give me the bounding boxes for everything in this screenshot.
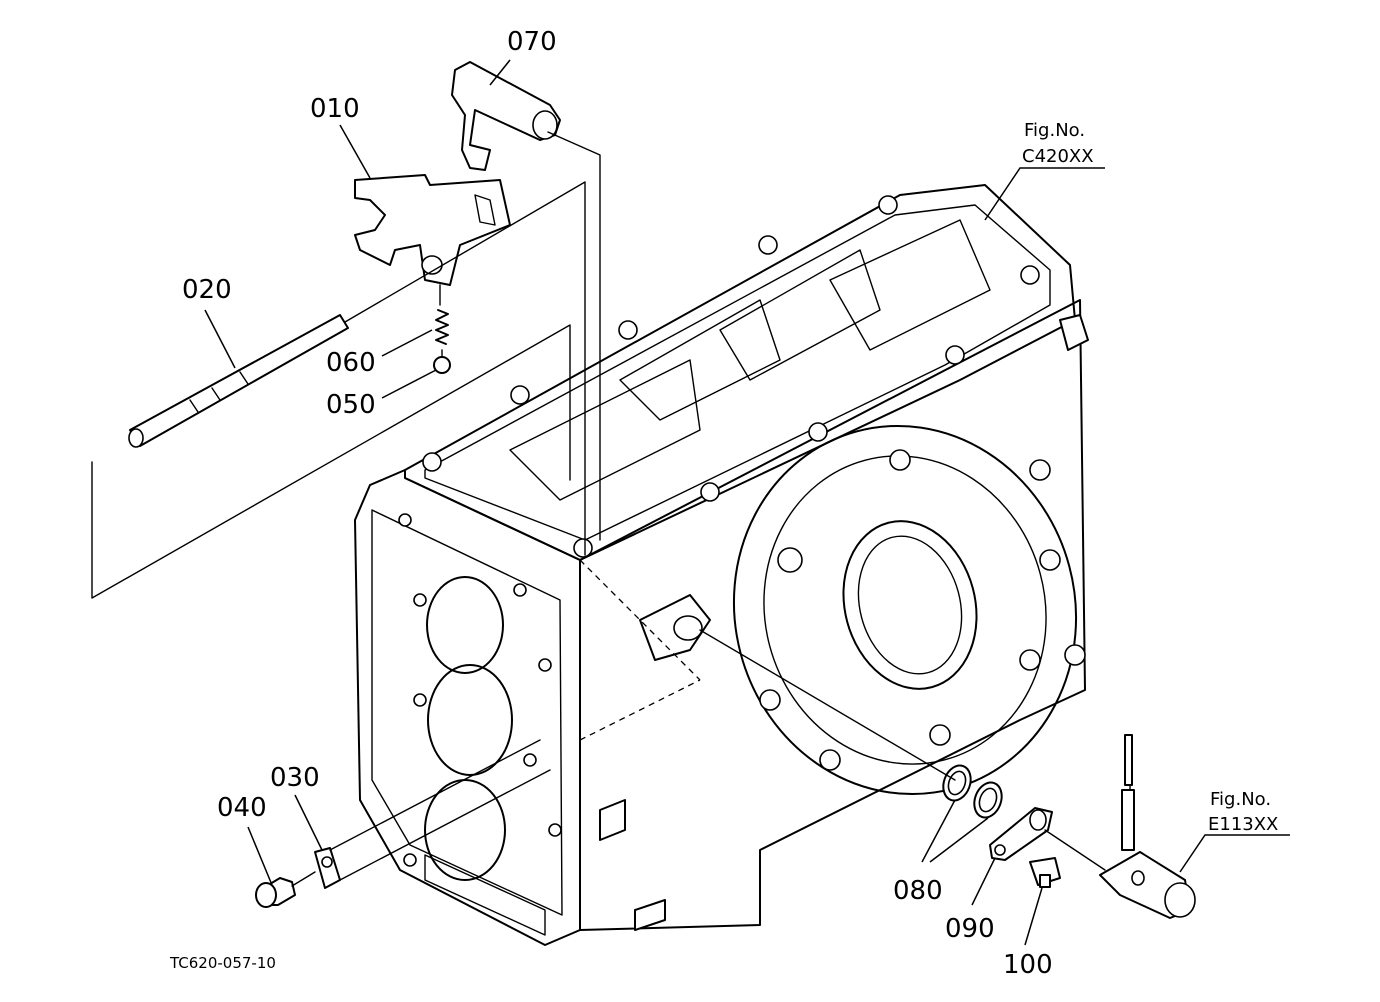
part-label-100: 100 (1003, 950, 1053, 980)
figure-ref-e113: Fig.No. E113XX (1208, 789, 1278, 835)
lock-plate-part (314, 847, 341, 889)
part-label-030: 030 (270, 763, 320, 793)
detent-spring-part (435, 309, 449, 345)
detent-ball-part (433, 356, 451, 374)
figure-ref-prefix: Fig.No. (1024, 120, 1085, 141)
part-labels: 010 020 030 040 050 060 070 080 090 100 (182, 27, 1053, 980)
part-label-070: 070 (507, 27, 557, 57)
part-label-040: 040 (217, 793, 267, 823)
transmission-case (354, 184, 1089, 946)
figure-ref-code: C420XX (1022, 146, 1094, 167)
assembly-lines (91, 131, 1131, 887)
part-label-080: 080 (893, 876, 943, 906)
part-label-010: 010 (310, 94, 360, 124)
drawing-code: TC620-057-10 (169, 954, 276, 972)
o-ring-parts (942, 764, 1003, 819)
shift-arm-part (451, 61, 561, 171)
plug-part (255, 877, 296, 908)
part-label-050: 050 (326, 390, 376, 420)
shift-fork-part (354, 174, 511, 286)
sleeve-assembly (1099, 734, 1196, 919)
part-label-020: 020 (182, 275, 232, 305)
bolt-part (1029, 857, 1061, 888)
figure-ref-c420: Fig.No. C420XX (1022, 120, 1094, 167)
part-label-090: 090 (945, 914, 995, 944)
figure-ref-code: E113XX (1208, 814, 1278, 835)
flange-plate-part (989, 807, 1053, 861)
leader-lines (204, 59, 1290, 946)
fork-shaft-part (128, 314, 349, 448)
figure-ref-prefix: Fig.No. (1210, 789, 1271, 810)
part-label-060: 060 (326, 348, 376, 378)
